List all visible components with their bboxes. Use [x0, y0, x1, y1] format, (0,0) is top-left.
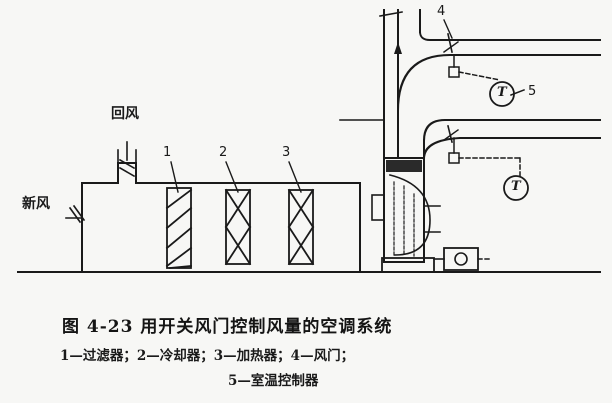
filter-element: [165, 187, 193, 269]
figure-caption-title: 图 4-23 用开关风门控制风量的空调系统: [62, 317, 393, 337]
control-wiring: [448, 54, 525, 177]
lower-branch-duct: [339, 119, 601, 160]
fresh-air-label: 新风: [22, 196, 50, 212]
upper-branch-duct: [396, 30, 601, 112]
part-number-5: 5: [528, 84, 537, 99]
part-number-3: 3: [282, 145, 291, 160]
figure-legend-line-1: 1—过滤器；2—冷却器；3—加热器；4—风门；: [60, 348, 355, 364]
supply-fan: [371, 157, 441, 273]
thermostat-symbol-lower: T: [511, 179, 521, 194]
figure-legend-line-2: 5—室温控制器: [228, 373, 319, 389]
fresh-air-inlet: [65, 204, 86, 224]
part-leader-lines: [170, 19, 453, 193]
vertical-supply-duct: [379, 9, 425, 159]
fan-motor: [433, 247, 491, 271]
room-thermostat-upper: [489, 81, 515, 107]
heating-coil: [287, 188, 315, 266]
part-number-4: 4: [437, 4, 446, 19]
return-air-inlet: [117, 141, 137, 178]
part-number-1: 1: [163, 145, 172, 160]
air-handling-unit-casing: [81, 162, 361, 273]
part-number-2: 2: [219, 145, 228, 160]
return-air-label: 回风: [111, 106, 139, 122]
cooling-coil: [224, 188, 252, 266]
thermostat-symbol-upper: T: [497, 85, 507, 100]
room-thermostat-lower: [503, 175, 529, 201]
